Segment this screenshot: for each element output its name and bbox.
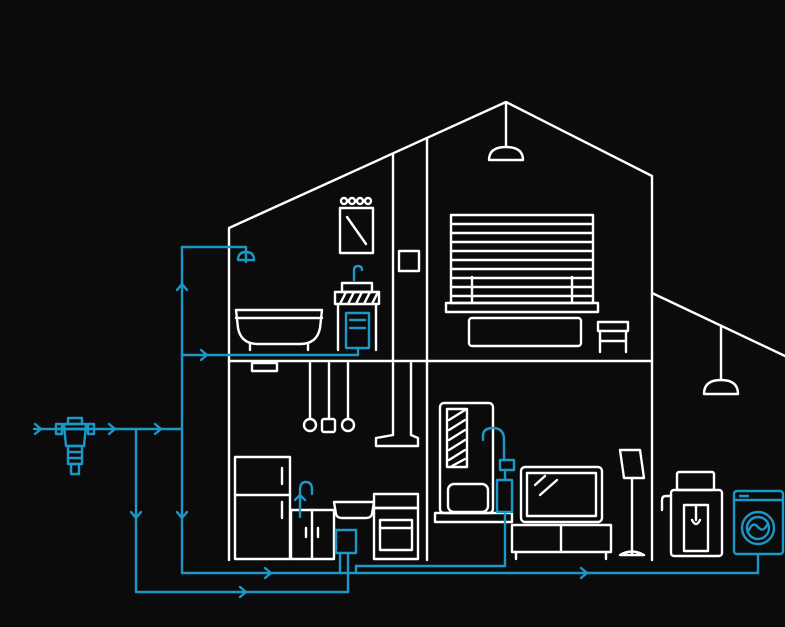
pendant-lamp-icon — [487, 102, 525, 162]
mirror-icon — [338, 196, 375, 255]
flow-arrow-icon — [33, 282, 589, 599]
bathroom-sink-icon — [333, 281, 381, 352]
under-sink-filter-icon — [344, 311, 371, 350]
bathtub-icon — [234, 308, 324, 352]
oven-icon — [372, 492, 420, 561]
wall-shelf-icon — [250, 361, 279, 373]
fireplace-icon — [433, 401, 514, 524]
under-sink-filter-icon — [334, 528, 358, 555]
washing-machine-icon — [732, 489, 785, 556]
hanging-utensils-icon — [302, 361, 356, 434]
water-filter-icon — [54, 416, 96, 476]
water-heater-icon — [660, 470, 724, 558]
range-hood-icon — [374, 361, 420, 448]
pendant-lamp-icon — [702, 324, 740, 396]
refrigerator-icon — [233, 455, 292, 561]
faucet-icon — [352, 264, 364, 282]
light-switch-icon — [397, 249, 421, 273]
water-dispenser-icon — [481, 426, 516, 514]
shower-head-icon — [236, 250, 256, 264]
house-outline — [227, 100, 785, 562]
kitchen-sink-icon — [332, 500, 376, 520]
tv-icon — [510, 465, 613, 561]
bed-icon — [444, 275, 600, 348]
nightstand-icon — [596, 320, 630, 354]
floor-lamp-icon — [618, 448, 646, 557]
water-pipe-network — [32, 245, 760, 594]
window-blind-icon — [449, 213, 595, 305]
faucet-icon — [293, 480, 314, 507]
kitchen-cabinet-icon — [289, 508, 336, 561]
